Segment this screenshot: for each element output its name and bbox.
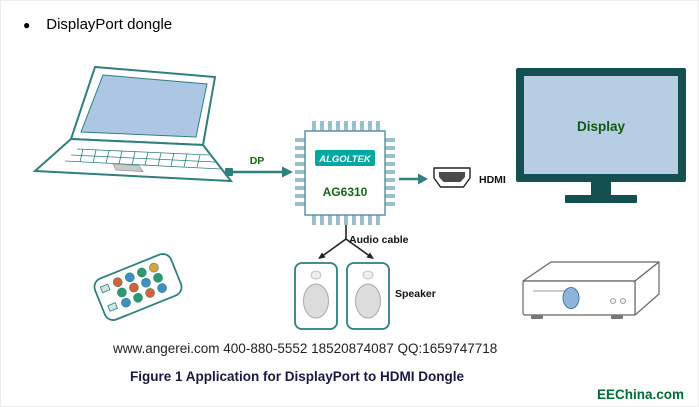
- laptop-icon: [32, 65, 234, 183]
- chip-logo-bg: [315, 150, 375, 166]
- arrow-head-icon: [366, 252, 374, 259]
- site-watermark: EEChina.com: [596, 387, 684, 402]
- laptop-keyboard: [64, 148, 222, 170]
- dp-label: DP: [250, 155, 265, 167]
- media-player-icon: [522, 261, 660, 319]
- audio-cable-label: Audio cable: [349, 234, 409, 246]
- page-header: ● DisplayPort dongle: [23, 16, 172, 33]
- display-base: [565, 195, 637, 203]
- laptop-touchpad: [112, 163, 144, 172]
- hdmi-arrow: [399, 173, 428, 185]
- dp-arrow: DP: [225, 155, 293, 178]
- figure-caption: Figure 1 Application for DisplayPort to …: [130, 369, 465, 384]
- contact-info: www.angerei.com 400-880-5552 18520874087…: [113, 341, 498, 356]
- display-icon: Display: [516, 68, 686, 203]
- bullet-icon: ●: [23, 17, 31, 32]
- display-label: Display: [577, 119, 626, 134]
- chip-body: [304, 130, 386, 216]
- display-screen: [524, 76, 678, 174]
- player-button: [562, 287, 580, 309]
- remote-buttons: [112, 262, 167, 308]
- arrow-head-icon: [318, 252, 326, 259]
- audio-cable-lines: [318, 225, 374, 259]
- speakers-icon: [294, 262, 390, 330]
- hdmi-connector-icon: [433, 167, 471, 188]
- laptop-screen: [80, 74, 208, 138]
- arrow-head-icon: [418, 173, 428, 185]
- page-title: DisplayPort dongle: [46, 16, 173, 33]
- chip-brand-label: ALGOLTEK: [318, 154, 372, 165]
- arrow-head-icon: [282, 166, 293, 178]
- display-stand: [591, 182, 611, 195]
- remote-control-icon: [93, 253, 183, 321]
- dp-plug-icon: [225, 168, 233, 176]
- chip-model-label: AG6310: [323, 185, 368, 199]
- chip-icon: ALGOLTEK AG6310: [295, 121, 395, 225]
- speaker-label: Speaker: [395, 288, 436, 300]
- hdmi-label: HDMI: [479, 174, 506, 186]
